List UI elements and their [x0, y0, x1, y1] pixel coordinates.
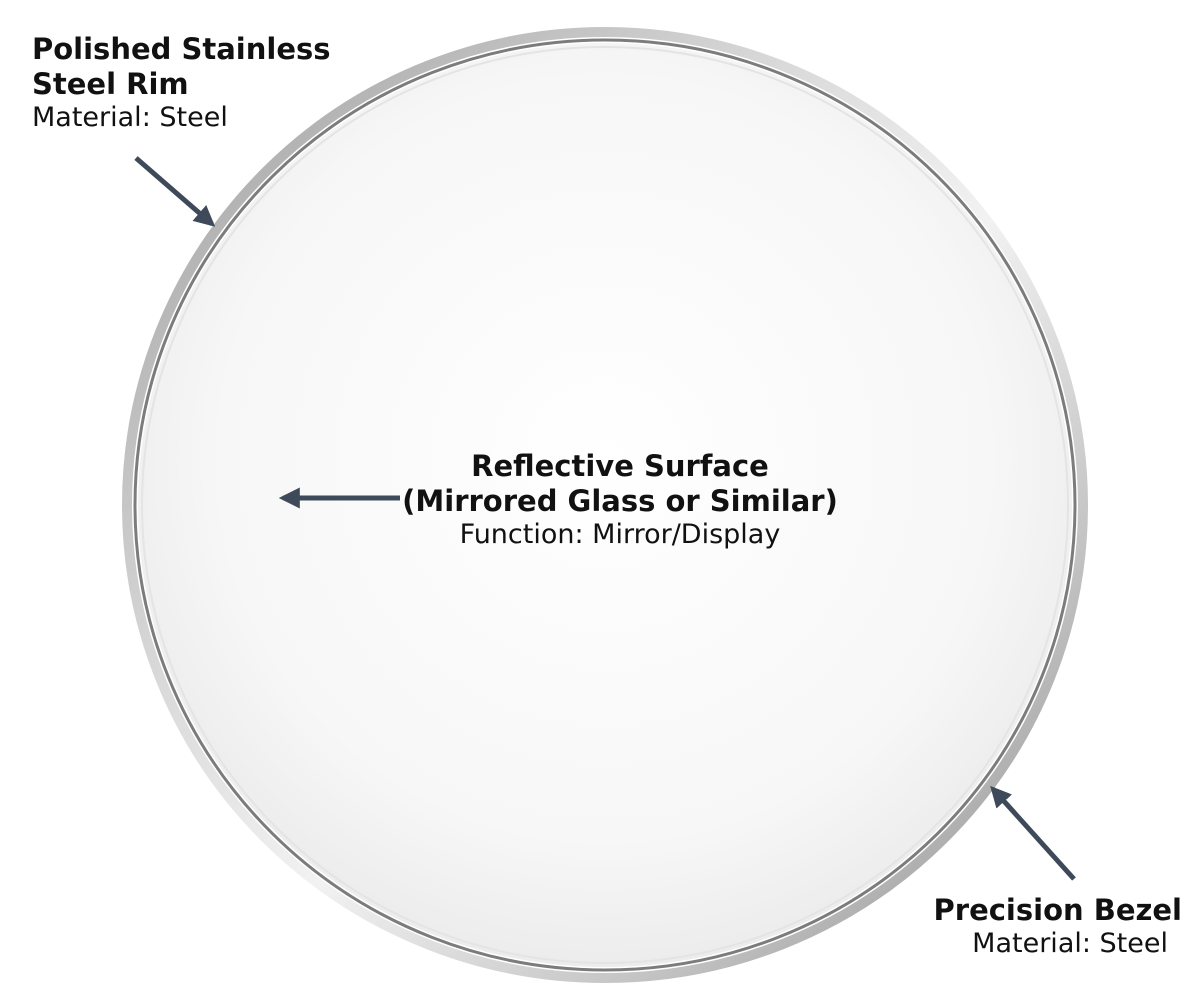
rim-arrow — [134, 156, 216, 227]
rim-material: Material: Steel — [32, 101, 228, 133]
surface-callout: Reflective Surface (Mirrored Glass or Si… — [360, 449, 880, 551]
rim-callout: Polished Stainless Steel Rim Material: S… — [32, 32, 331, 134]
surface-title-line1: Reflective Surface — [471, 449, 769, 483]
surface-function: Function: Mirror/Display — [459, 518, 781, 550]
rim-title-line2: Steel Rim — [32, 66, 189, 101]
glass-edge-highlight — [141, 46, 1069, 964]
reflective-surface — [138, 43, 1072, 967]
bezel-arrow — [990, 785, 1076, 881]
bezel-callout: Precision Bezel Material: Steel — [934, 893, 1182, 960]
bezel-material: Material: Steel — [972, 927, 1168, 959]
bezel-title: Precision Bezel — [933, 893, 1182, 927]
surface-title-line2: (Mirrored Glass or Similar) — [402, 483, 838, 518]
steel-rim — [133, 38, 1077, 972]
rim-title-line1: Polished Stainless — [32, 32, 331, 66]
precision-bezel — [122, 27, 1088, 983]
